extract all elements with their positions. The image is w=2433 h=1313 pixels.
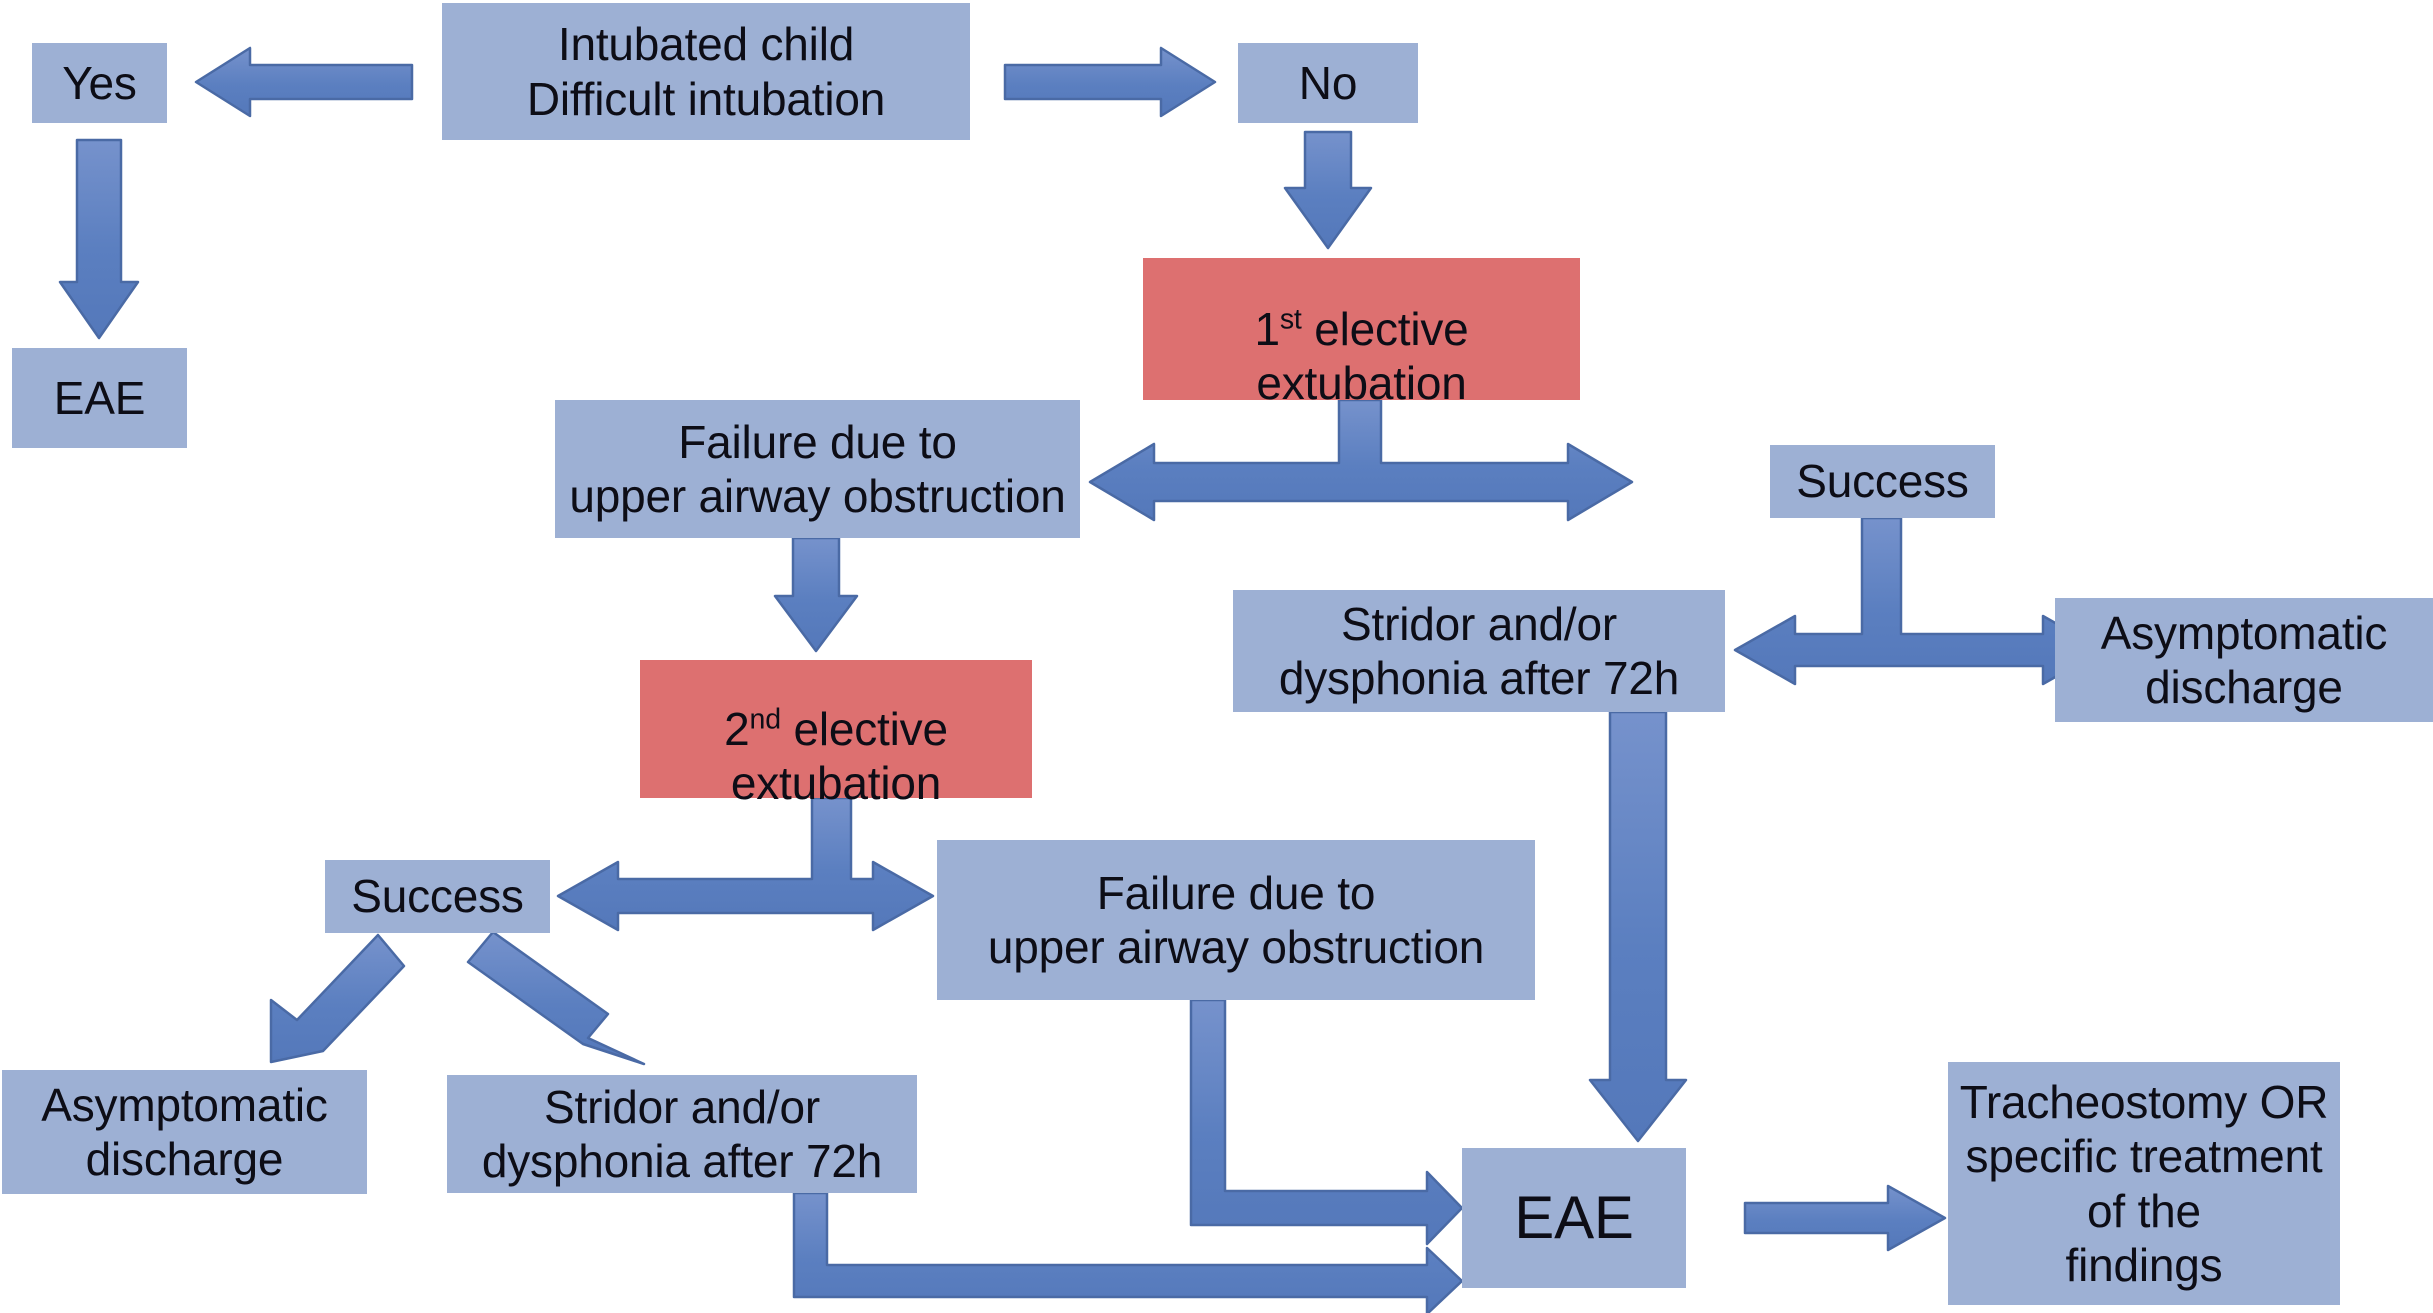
node-asymptomatic-right[interactable]: Asymptomatic discharge xyxy=(2055,598,2433,722)
arrow-success-to-stridor xyxy=(466,930,646,1066)
arrow-no-to-first-extubation xyxy=(1283,130,1373,250)
arrow-intubated-to-yes xyxy=(194,46,414,118)
arrow-failure2-to-eae xyxy=(1189,998,1464,1246)
arrow-success-top-split xyxy=(1733,516,2105,686)
node-intubated-child[interactable]: Intubated child Difficult intubation xyxy=(442,3,970,140)
arrow-intubated-to-no xyxy=(1003,46,1217,118)
arrow-yes-to-eae xyxy=(58,138,140,340)
arrow-stridor-right-to-eae xyxy=(1588,710,1688,1143)
node-eae-left[interactable]: EAE xyxy=(12,348,187,448)
ordinal-suffix: nd xyxy=(749,703,782,736)
arrow-first-extubation-split xyxy=(1088,398,1634,522)
node-eae-bottom[interactable]: EAE xyxy=(1462,1148,1686,1288)
node-yes[interactable]: Yes xyxy=(32,43,167,123)
node-stridor-right[interactable]: Stridor and/or dysphonia after 72h xyxy=(1233,590,1725,712)
node-success-bottom[interactable]: Success xyxy=(325,860,550,933)
node-failure-uao-2[interactable]: Failure due to upper airway obstruction xyxy=(937,840,1535,1000)
ordinal-suffix: st xyxy=(1279,303,1302,336)
arrow-failure1-to-second-extubation xyxy=(773,536,859,653)
node-success-top[interactable]: Success xyxy=(1770,445,1995,518)
arrow-second-extubation-split xyxy=(556,796,935,932)
ordinal-number: 2 xyxy=(724,702,750,755)
arrow-stridor-bottom-to-eae xyxy=(792,1191,1464,1313)
node-tracheostomy[interactable]: Tracheostomy OR specific treatment of th… xyxy=(1948,1062,2340,1305)
arrow-eae-to-tracheostomy xyxy=(1743,1184,1947,1252)
ordinal-number: 1 xyxy=(1254,302,1280,355)
arrow-success-to-asymptomatic xyxy=(269,933,406,1064)
node-asymptomatic-bottom[interactable]: Asymptomatic discharge xyxy=(2,1070,367,1194)
node-no[interactable]: No xyxy=(1238,43,1418,123)
node-failure-uao-1[interactable]: Failure due to upper airway obstruction xyxy=(555,400,1080,538)
node-stridor-bottom[interactable]: Stridor and/or dysphonia after 72h xyxy=(447,1075,917,1193)
